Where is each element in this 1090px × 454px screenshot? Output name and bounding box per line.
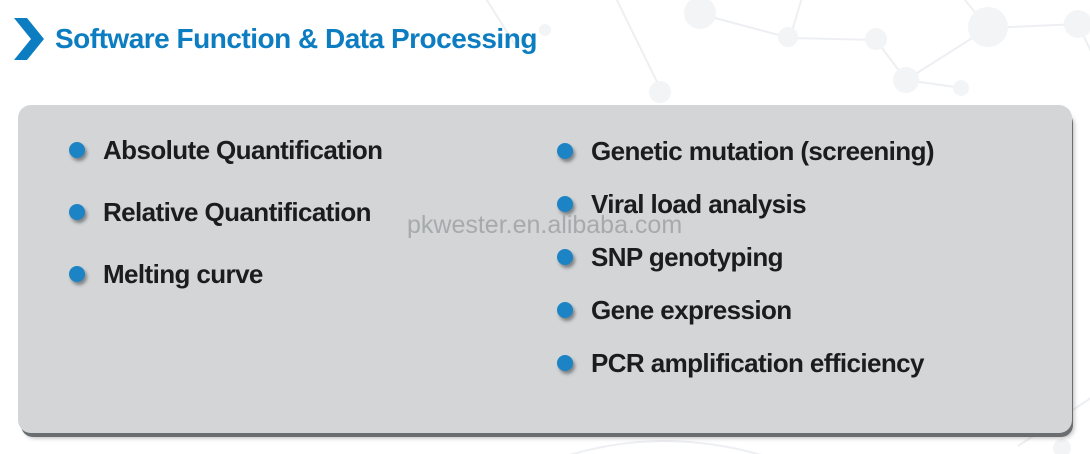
- feature-list-left: Absolute Quantification Relative Quantif…: [69, 134, 383, 289]
- bullet-dot-icon: [557, 249, 573, 265]
- bullet-dot-icon: [69, 142, 85, 158]
- bullet-dot-icon: [69, 266, 85, 282]
- watermark: pkwester.en.alibaba.com: [407, 211, 683, 239]
- list-item-label: Gene expression: [591, 294, 792, 325]
- list-item-label: Viral load analysis: [591, 188, 807, 219]
- list-item: SNP genotyping: [557, 242, 934, 272]
- bullet-dot-icon: [557, 143, 573, 159]
- bullet-dot-icon: [557, 302, 573, 318]
- list-item-label: Relative Quantification: [103, 196, 372, 227]
- chevron-right-icon: [14, 18, 44, 60]
- list-item: Relative Quantification: [69, 197, 382, 227]
- list-item-label: SNP genotyping: [591, 241, 784, 272]
- list-item-label: Melting curve: [103, 258, 263, 289]
- list-item: Gene expression: [557, 295, 934, 325]
- list-item-label: Genetic mutation (screening): [591, 135, 935, 166]
- bullet-dot-icon: [557, 196, 573, 212]
- list-item: Genetic mutation (screening): [557, 135, 935, 166]
- bullet-dot-icon: [557, 355, 573, 371]
- section-header: Software Function & Data Processing: [14, 18, 537, 60]
- list-item-label: PCR amplification efficiency: [591, 347, 924, 378]
- list-item: PCR amplification efficiency: [557, 348, 934, 378]
- list-item: Viral load analysis: [557, 189, 934, 219]
- feature-panel: [18, 105, 1072, 433]
- list-item: Melting curve: [69, 259, 382, 289]
- bullet-dot-icon: [69, 204, 85, 220]
- section-title: Software Function & Data Processing: [55, 23, 537, 54]
- list-item-label: Absolute Quantification: [103, 134, 383, 165]
- feature-list-right: Genetic mutation (screening) Viral load …: [557, 135, 935, 378]
- list-item: Absolute Quantification: [69, 134, 383, 165]
